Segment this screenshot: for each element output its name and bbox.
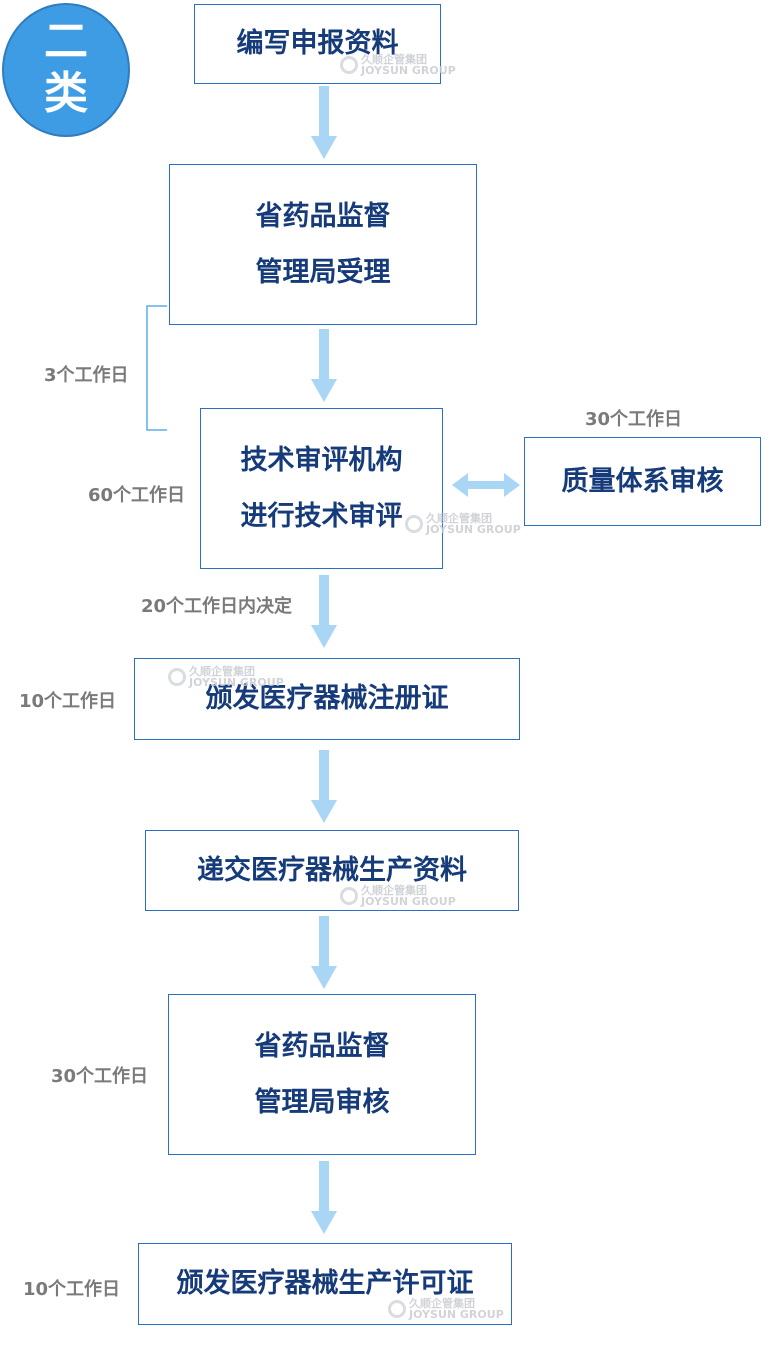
watermark-line2: JOYSUN GROUP <box>361 895 456 908</box>
note-bureau-review-period: 30个工作日 <box>51 1066 149 1087</box>
watermark-line1: 久顺企管集团 <box>409 1297 475 1310</box>
step-provincial-acceptance: 省药品监督 管理局受理 <box>169 164 477 325</box>
arrow-down-4 <box>311 750 337 823</box>
watermark-logo-icon <box>340 887 358 905</box>
arrow-down-3 <box>311 575 337 648</box>
step-issue-production-license: 颁发医疗器械生产许可证 <box>138 1243 512 1325</box>
note-acceptance-period: 3个工作日 <box>44 365 129 386</box>
step-technical-review: 技术审评机构 进行技术审评 <box>200 408 443 569</box>
category-badge <box>2 3 130 137</box>
note-technical-review-period: 60个工作日 <box>88 485 186 506</box>
watermark-line2: JOYSUN GROUP <box>189 676 284 689</box>
watermark-line2: JOYSUN GROUP <box>426 523 521 536</box>
watermark-logo-icon <box>405 515 423 533</box>
step-issue-registration-certificate-label: 颁发医疗器械注册证 <box>205 683 449 714</box>
quality-system-audit-box: 质量体系审核 <box>524 437 761 526</box>
watermark-line1: 久顺企管集团 <box>361 53 427 66</box>
quality-system-audit-label: 质量体系审核 <box>561 465 724 497</box>
step-issue-registration-certificate: 颁发医疗器械注册证 <box>134 658 520 740</box>
watermark-logo-icon <box>168 668 186 686</box>
step-submit-production-documents: 递交医疗器械生产资料 <box>145 830 519 911</box>
note-quality-system-period: 30个工作日 <box>585 409 683 430</box>
arrow-down-1 <box>311 86 337 159</box>
step-provincial-review-label: 省药品监督 管理局审核 <box>254 1030 390 1118</box>
step-issue-production-license-label: 颁发医疗器械生产许可证 <box>176 1268 474 1299</box>
step-technical-review-label: 技术审评机构 进行技术审评 <box>240 444 403 532</box>
step-prepare-documents-label: 编写申报资料 <box>236 28 399 59</box>
watermark-line1: 久顺企管集团 <box>426 512 492 525</box>
arrow-down-2 <box>311 329 337 402</box>
arrow-down-5 <box>311 916 337 989</box>
category-badge-label: 二类 <box>2 16 130 120</box>
step-submit-production-documents-label: 递交医疗器械生产资料 <box>197 854 467 886</box>
double-arrow <box>452 473 520 497</box>
watermark-line2: JOYSUN GROUP <box>361 64 456 77</box>
step-prepare-documents: 编写申报资料 <box>194 4 441 84</box>
watermark-logo-icon <box>388 1300 406 1318</box>
badge-char: 类 <box>44 68 88 119</box>
watermark-logo-icon <box>340 56 358 74</box>
note-registration-issue-period: 10个工作日 <box>19 691 117 712</box>
acceptance-period-bracket <box>146 305 167 431</box>
badge-char: 二 <box>44 16 88 67</box>
watermark-line1: 久顺企管集团 <box>361 884 427 897</box>
note-decision-period: 20个工作日内决定 <box>141 596 293 617</box>
step-provincial-acceptance-label: 省药品监督 管理局受理 <box>255 200 391 288</box>
watermark-line1: 久顺企管集团 <box>189 665 255 678</box>
watermark-line2: JOYSUN GROUP <box>409 1308 504 1321</box>
arrow-down-6 <box>311 1161 337 1234</box>
step-provincial-review: 省药品监督 管理局审核 <box>168 994 476 1155</box>
note-license-issue-period: 10个工作日 <box>23 1279 121 1300</box>
